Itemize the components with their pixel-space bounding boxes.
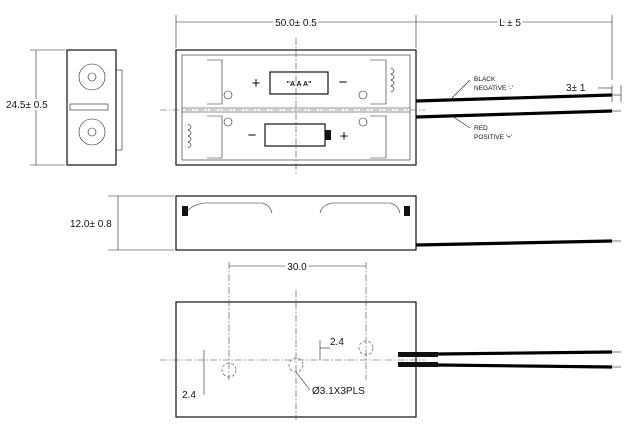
lower-minus-sign: − — [248, 127, 257, 144]
upper-left-hole — [223, 90, 233, 100]
wire-length-dimension: L ± 5 — [499, 18, 521, 29]
upper-plus-sign: + — [252, 75, 261, 92]
side-left-contact — [182, 206, 188, 216]
offset-y-dimension: 2.4 — [182, 390, 196, 401]
width-dimension: 24.5± 0.5 — [6, 100, 48, 111]
side-view: 12.0± 0.8 — [68, 195, 621, 251]
bottom-wire-sleeve-top — [398, 352, 438, 357]
lower-right-hole — [358, 117, 368, 127]
right-mount-hole — [358, 340, 374, 356]
top-view: "A A A" + − − + BLACK NEG — [160, 38, 622, 175]
end-upper-cell-circle — [78, 63, 106, 91]
lower-cell-box — [264, 123, 326, 147]
lower-left-hole — [223, 117, 233, 127]
top-dimensions: 50.0± 0.5 L ± 5 — [175, 15, 613, 80]
black-wire-top — [415, 93, 613, 103]
bottom-view: 30.0 2.4 2.4 Ø3.1X3PLS — [160, 260, 621, 420]
upper-cell-label-box — [269, 71, 329, 95]
lower-cell-right-end — [370, 115, 387, 159]
bottom-black-wire — [437, 350, 613, 356]
red-wire-color: RED — [474, 125, 488, 132]
lower-cell-left-end — [207, 115, 223, 159]
strip-length-label: 3± 1 — [566, 83, 586, 94]
upper-right-hole — [358, 90, 368, 100]
length-dimension: 50.0± 0.5 — [275, 18, 317, 29]
hole-spec-leader — [295, 371, 311, 391]
lower-cell: − + — [187, 115, 387, 159]
hole-spacing-dimension: 30.0 — [287, 262, 307, 273]
lower-spring-icon — [187, 123, 192, 149]
end-view: 24.5± 0.5 — [4, 49, 123, 166]
side-left-cell-profile — [185, 202, 273, 214]
upper-minus-sign: − — [339, 74, 348, 91]
side-view-outline — [175, 195, 417, 251]
upper-cell-right-end — [370, 59, 387, 105]
bottom-red-wire — [437, 363, 613, 369]
upper-cell: "A A A" + − — [207, 59, 395, 105]
red-wire-top — [415, 109, 613, 119]
end-lower-cell-core — [87, 127, 97, 137]
bottom-wire-sleeve-bottom — [398, 362, 438, 367]
side-right-cell-profile — [319, 202, 401, 214]
end-upper-cell-core — [87, 72, 97, 82]
offset-x-dimension: 2.4 — [330, 337, 344, 348]
red-wire-polarity: POSITIVE '+' — [474, 134, 512, 141]
side-right-contact — [404, 206, 410, 216]
black-leader — [451, 79, 471, 99]
end-view-outline — [66, 49, 117, 166]
hole-spec-label: Ø3.1X3PLS — [312, 386, 365, 397]
end-contact-slot — [69, 103, 109, 111]
upper-spring-icon — [390, 67, 395, 93]
lower-plus-sign: + — [340, 128, 349, 145]
height-dimension: 12.0± 0.8 — [70, 219, 112, 230]
black-wire-color: BLACK — [474, 76, 496, 83]
left-mount-hole — [221, 362, 237, 378]
black-wire-polarity: NEGATIVE '-' — [474, 85, 513, 92]
upper-cell-label: "A A A" — [287, 81, 312, 88]
wire-side — [415, 239, 613, 247]
end-lower-cell-circle — [78, 118, 106, 146]
red-leader — [451, 115, 471, 129]
lower-cell-nub — [325, 130, 331, 140]
upper-cell-left-end — [207, 59, 223, 105]
